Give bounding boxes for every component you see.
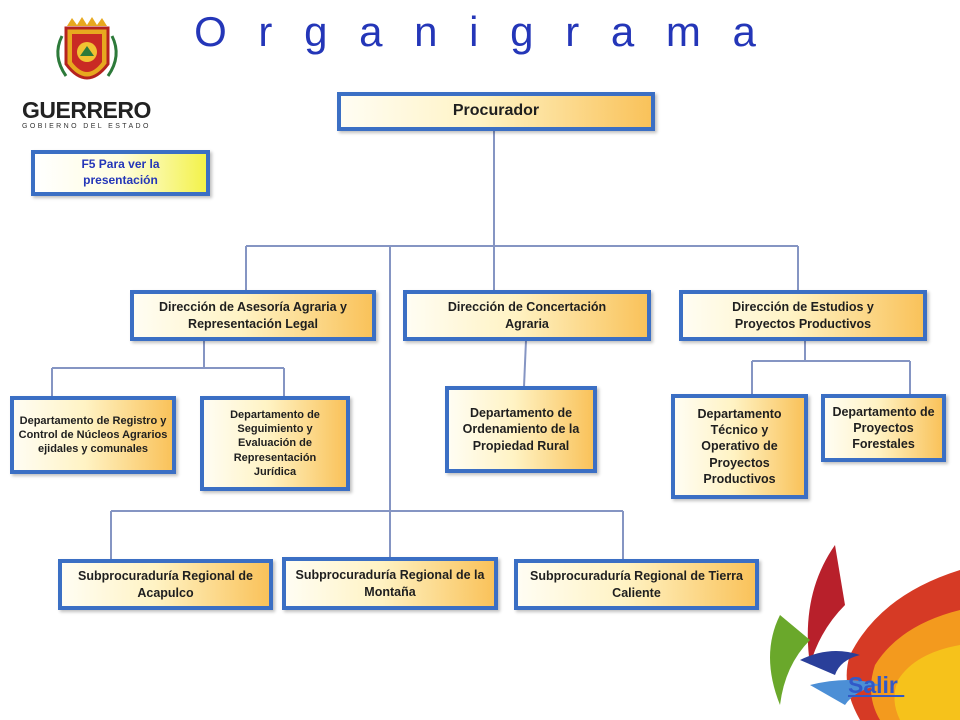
f5-note-text: F5 Para ver la presentación: [81, 157, 160, 187]
node-sub-acapulco[interactable]: Subprocuraduría Regional de Acapulco: [58, 559, 273, 610]
node-depto-ordenamiento-label: Departamento de Ordenamiento de la Propi…: [462, 406, 580, 453]
node-depto-tecnico[interactable]: Departamento Técnico y Operativo de Proy…: [671, 394, 808, 499]
node-direccion-asesoria[interactable]: Dirección de Asesoría Agraria y Represen…: [130, 290, 376, 341]
node-procurador[interactable]: Procurador: [337, 92, 655, 131]
guerrero-logo: GUERRERO GOBIERNO DEL ESTADO: [22, 16, 152, 130]
node-depto-tecnico-label: Departamento Técnico y Operativo de Proy…: [697, 406, 782, 486]
decorative-swoosh-icon: [770, 545, 960, 720]
coat-of-arms-icon: [56, 17, 118, 80]
logo-name: GUERRERO: [22, 97, 151, 123]
node-depto-ordenamiento[interactable]: Departamento de Ordenamiento de la Propi…: [445, 386, 597, 473]
node-direccion-concertacion-label: Dirección de Concertación Agraria: [447, 300, 607, 331]
node-sub-acapulco-label: Subprocuraduría Regional de Acapulco: [77, 569, 254, 600]
salir-link[interactable]: Salir: [848, 672, 905, 698]
node-depto-registro[interactable]: Departamento de Registro y Control de Nú…: [10, 396, 176, 474]
node-direccion-estudios[interactable]: Dirección de Estudios y Proyectos Produc…: [679, 290, 927, 341]
f5-presentation-note: F5 Para ver la presentación: [31, 150, 210, 196]
node-depto-forestales-label: Departamento de Proyectos Forestales: [832, 404, 935, 452]
node-sub-montana-label: Subprocuraduría Regional de la Montaña: [295, 568, 485, 599]
node-depto-seguimiento[interactable]: Departamento de Seguimiento y Evaluación…: [200, 396, 350, 491]
node-sub-montana[interactable]: Subprocuraduría Regional de la Montaña: [282, 557, 498, 610]
node-procurador-label: Procurador: [452, 102, 540, 120]
node-sub-tierra-caliente-label: Subprocuraduría Regional de Tierra Calie…: [529, 569, 743, 600]
node-direccion-asesoria-label: Dirección de Asesoría Agraria y Represen…: [158, 300, 348, 331]
node-depto-seguimiento-label: Departamento de Seguimiento y Evaluación…: [230, 408, 320, 478]
logo-subtitle: GOBIERNO DEL ESTADO: [22, 123, 151, 130]
node-direccion-concertacion[interactable]: Dirección de Concertación Agraria: [403, 290, 651, 341]
node-depto-forestales[interactable]: Departamento de Proyectos Forestales: [821, 394, 946, 462]
node-direccion-estudios-label: Dirección de Estudios y Proyectos Produc…: [732, 300, 874, 331]
node-sub-tierra-caliente[interactable]: Subprocuraduría Regional de Tierra Calie…: [514, 559, 759, 610]
node-depto-registro-label: Departamento de Registro y Control de Nú…: [18, 414, 168, 456]
page-title: O r g a n i g r a m a: [194, 8, 766, 55]
